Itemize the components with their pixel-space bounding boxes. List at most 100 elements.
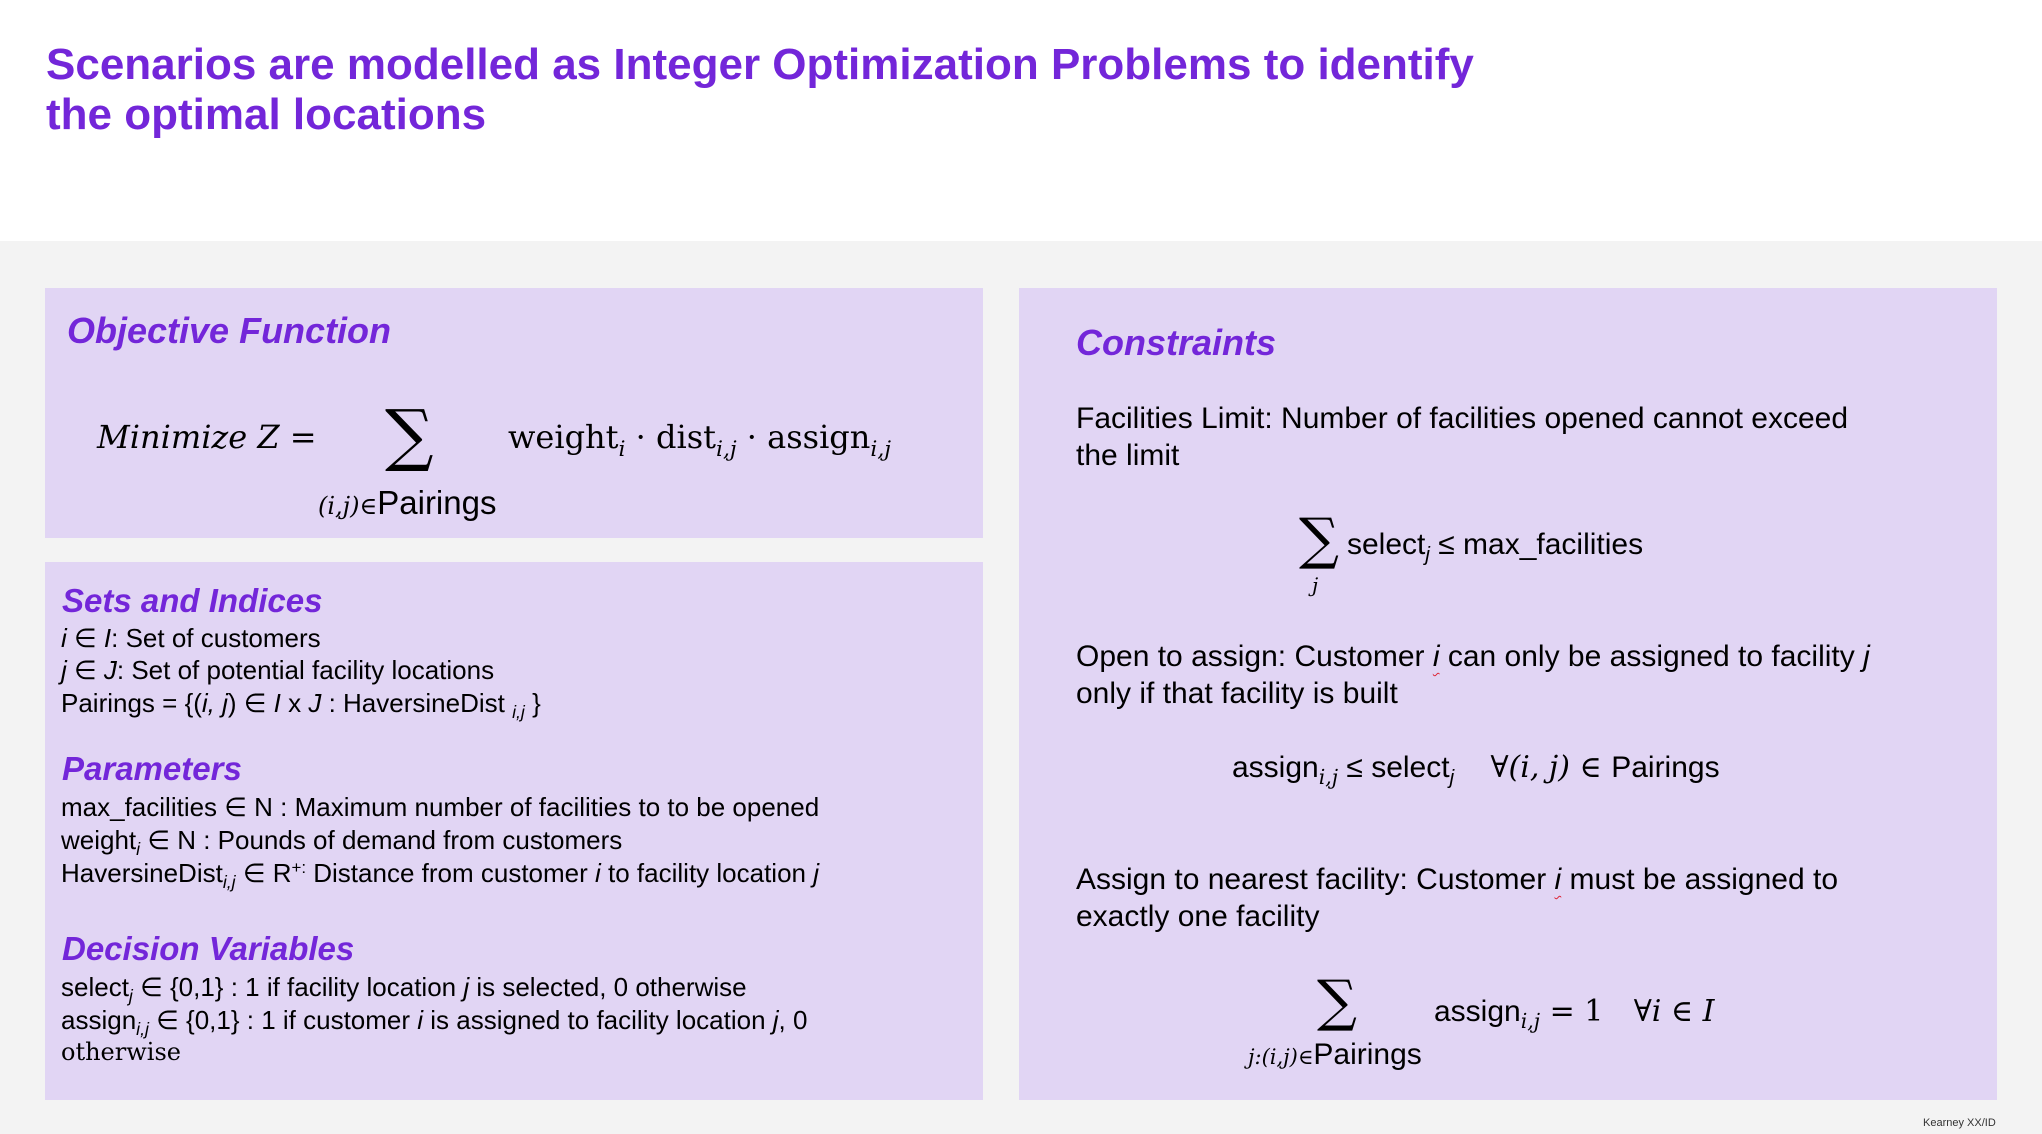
constraint-3-assign-sub: i,j xyxy=(1520,1009,1541,1034)
constraints-panel: Constraints Facilities Limit: Number of … xyxy=(1019,288,1997,1100)
definitions-panel: Sets and Indices i ∈ I: Set of customers… xyxy=(45,562,983,1100)
summation-set: Pairings xyxy=(377,484,497,521)
constraint-2-i: i xyxy=(1432,640,1440,673)
param-haversine-sup: +: xyxy=(291,857,307,877)
pairings-def: Pairings = {( xyxy=(61,688,202,718)
weight-subscript: i xyxy=(618,436,626,462)
decision-assign-i: i xyxy=(417,1005,424,1035)
decision-select-text: ∈ {0,1} : 1 if facility location xyxy=(132,972,464,1002)
constraint-2-formula: assigni,j ≤ selectj ∀(i, j) ∈ Pairings xyxy=(1232,749,1720,790)
set-I: I xyxy=(103,623,112,653)
assign-term: assign xyxy=(767,418,871,456)
element-of: ∈ xyxy=(66,655,104,685)
constraint-3-forall: ∀i ∈ I xyxy=(1633,994,1715,1029)
pairings-I: I xyxy=(273,688,281,718)
objective-panel: Objective Function Minimize Z = ∑ (i,j)∈… xyxy=(45,288,983,538)
constraint-3-sigma: ∑ xyxy=(1317,969,1357,1034)
constraint-1-formula: selectj ≤ max_facilities xyxy=(1347,526,1643,567)
set-facilities-text: : Set of potential facility locations xyxy=(116,655,495,685)
constraint-open-to-assign-text: Open to assign: Customer i can only be a… xyxy=(1076,638,1870,712)
set-pairings: Pairings = {(i, j) ∈ I x J : HaversineDi… xyxy=(61,687,541,722)
param-haversine-text: Distance from customer xyxy=(306,858,596,888)
summation-index: (i,j)∈ xyxy=(318,492,378,520)
set-J: J xyxy=(103,655,117,685)
decision-assign-j: j xyxy=(772,1005,779,1035)
index-j: j xyxy=(61,655,67,685)
constraint-1-select-sub: j xyxy=(1425,544,1430,567)
decision-assign-name: assign xyxy=(61,1005,137,1035)
param-weight-text: ∈ N : Pounds of demand from customers xyxy=(140,825,623,855)
footer-label: Kearney XX/ID xyxy=(1923,1117,1996,1129)
param-haversine-sub: i,j xyxy=(222,872,236,893)
set-facilities: j ∈ J: Set of potential facility locatio… xyxy=(61,654,494,686)
constraint-assign-nearest-text: Assign to nearest facility: Customer i m… xyxy=(1076,861,1838,935)
minimize-label: Minimize Z = xyxy=(97,418,317,456)
constraint-2-text-b: can only be assigned to facility xyxy=(1439,640,1864,673)
constraint-3-index: j:(i,j)∈ xyxy=(1248,1045,1314,1069)
set-customers: i ∈ I: Set of customers xyxy=(61,622,321,654)
constraint-1-line-1: Facilities Limit: Number of facilities o… xyxy=(1076,402,1849,435)
decision-assign-text: ∈ {0,1} : 1 if customer xyxy=(148,1005,418,1035)
slide-title-line-2: the optimal locations xyxy=(46,90,487,139)
constraint-3-sigma-sub: j:(i,j)∈Pairings xyxy=(1248,1038,1422,1072)
decision-select-j: j xyxy=(463,972,470,1002)
constraint-3-i: i xyxy=(1554,863,1562,896)
constraint-2-forall: ∀(i, j) ∈ xyxy=(1490,750,1612,785)
objective-heading: Objective Function xyxy=(67,310,392,351)
dist-term: dist xyxy=(656,418,716,456)
constraint-3-text-a: Assign to nearest facility: Customer xyxy=(1076,863,1555,896)
objective-expression: weighti · disti,j · assigni,j xyxy=(508,418,891,462)
decision-assign-otherwise: otherwise xyxy=(61,1038,181,1066)
constraint-3-text-b: must be assigned to xyxy=(1561,863,1839,896)
decision-assign: assigni,j ∈ {0,1} : 1 if customer i is a… xyxy=(61,1004,807,1039)
constraint-3-formula: assigni,j = 1 ∀i ∈ I xyxy=(1434,993,1715,1033)
constraint-1-sigma: ∑ xyxy=(1299,507,1339,572)
pairings-x: x xyxy=(280,688,309,718)
decision-select-text2: is selected, 0 otherwise xyxy=(469,972,747,1002)
constraint-2-set: Pairings xyxy=(1611,751,1720,784)
slide-title: Scenarios are modelled as Integer Optimi… xyxy=(46,40,1546,140)
element-of: ∈ xyxy=(66,623,104,653)
param-weight: weighti ∈ N : Pounds of demand from cust… xyxy=(61,824,622,859)
assign-subscript: i,j xyxy=(870,436,892,462)
dist-subscript: i,j xyxy=(716,436,737,462)
constraint-2-j: j xyxy=(1863,640,1870,673)
param-haversine: HaversineDisti,j ∈ R+: Distance from cus… xyxy=(61,857,819,893)
weight-term: weight xyxy=(508,418,619,456)
constraint-2-le: ≤ xyxy=(1338,751,1372,784)
set-customers-text: : Set of customers xyxy=(111,623,321,653)
decision-assign-text3: , 0 xyxy=(778,1005,808,1035)
dot-operator: · xyxy=(746,418,757,456)
constraint-3-line-2: exactly one facility xyxy=(1076,900,1320,933)
decision-select-name: select xyxy=(61,972,129,1002)
decision-assign-sub: i,j xyxy=(136,1019,149,1040)
param-haversine-j: j xyxy=(813,858,820,888)
constraint-2-line-2: only if that facility is built xyxy=(1076,677,1398,710)
constraint-2-text-a: Open to assign: Customer xyxy=(1076,640,1433,673)
param-haversine-i: i xyxy=(595,858,601,888)
summation-symbol: ∑ xyxy=(385,396,434,475)
constraint-2-assign: assign xyxy=(1232,751,1319,784)
pairings-haversine: : HaversineDist xyxy=(321,688,513,718)
param-haversine-name: HaversineDist xyxy=(61,858,223,888)
pairings-sub: i,j xyxy=(512,702,525,723)
constraint-facilities-limit-text: Facilities Limit: Number of facilities o… xyxy=(1076,400,1848,474)
constraint-1-line-2: the limit xyxy=(1076,439,1180,472)
decision-variables-heading: Decision Variables xyxy=(62,930,355,967)
constraint-1-rest: ≤ max_facilities xyxy=(1429,528,1644,561)
param-max-facilities: max_facilities ∈ N : Maximum number of f… xyxy=(61,792,820,822)
param-haversine-domain: ∈ R xyxy=(235,858,292,888)
constraint-1-select: select xyxy=(1347,528,1426,561)
parameters-heading: Parameters xyxy=(62,750,242,787)
pairings-close: } xyxy=(524,688,541,718)
constraint-3-set: Pairings xyxy=(1313,1038,1422,1071)
pairings-in: ) ∈ xyxy=(227,688,274,718)
dot-operator: · xyxy=(635,418,646,456)
sets-heading: Sets and Indices xyxy=(62,582,323,619)
param-haversine-text2: to facility location xyxy=(600,858,814,888)
constraint-1-sigma-sub: j xyxy=(1312,573,1319,597)
constraint-2-select-sub: j xyxy=(1449,767,1455,790)
decision-select-sub: j xyxy=(128,986,133,1007)
pairings-J: J xyxy=(308,688,322,718)
pairings-indices: i, j xyxy=(201,688,228,718)
